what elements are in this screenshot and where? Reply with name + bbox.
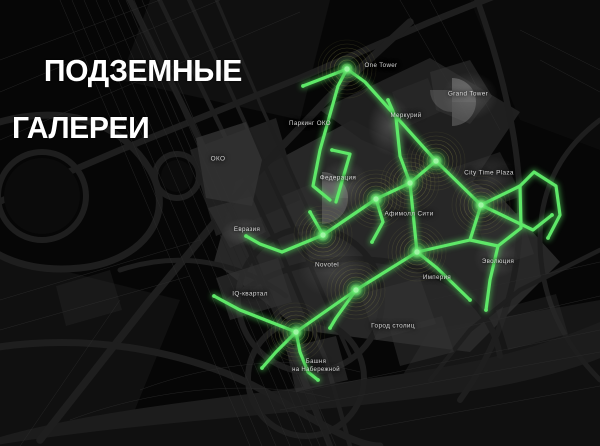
route-endpoint-dot-8 — [260, 366, 264, 370]
node-imperia-core[interactable] — [414, 249, 420, 255]
node-afimall-s-ring — [301, 213, 345, 257]
node-one-tower-ring — [325, 47, 369, 91]
route-segment-4[interactable] — [280, 181, 412, 254]
node-naberezhnaya-ring — [270, 306, 322, 358]
node-city-time-ring — [451, 175, 511, 235]
node-afimall-w[interactable] — [362, 185, 390, 213]
node-naberezhnaya-ring — [274, 310, 318, 354]
route-segment-20[interactable] — [518, 170, 562, 240]
node-novotel[interactable] — [342, 276, 370, 304]
node-afimall-n-ring — [388, 161, 432, 205]
route-endpoint-dot-11 — [484, 308, 488, 312]
node-novotel-ring — [330, 264, 382, 316]
node-naberezhnaya-ring — [266, 302, 326, 362]
node-afimall-w-ring — [358, 181, 394, 217]
node-afimall-w-ring — [354, 177, 398, 221]
node-mercury-ring — [414, 139, 458, 183]
node-afimall-n-core[interactable] — [407, 180, 413, 186]
node-imperia-ring — [391, 226, 443, 278]
node-one-tower-ring — [329, 51, 365, 87]
route-endpoint-dot-2 — [330, 148, 334, 152]
node-mercury[interactable] — [422, 147, 450, 175]
route-endpoint-dot-3 — [308, 210, 312, 214]
node-imperia-ring — [399, 234, 435, 270]
page-title-line-1: ПОДЗЕМНЫЕ — [43, 52, 242, 88]
node-afimall-s-core[interactable] — [320, 232, 326, 238]
node-naberezhnaya-ring — [278, 314, 314, 350]
node-city-time[interactable] — [467, 191, 495, 219]
riverbank-band-2 — [0, 358, 600, 446]
node-city-time-ring — [463, 187, 499, 223]
node-afimall-s[interactable] — [309, 221, 337, 249]
node-afimall-w-ring — [346, 169, 406, 229]
route-endpoint-dot-6 — [328, 326, 332, 330]
node-naberezhnaya-core[interactable] — [293, 329, 299, 335]
node-mercury-core[interactable] — [433, 158, 439, 164]
route-segment-18[interactable] — [244, 234, 284, 254]
page-title-line-2: ГАЛЕРЕИ — [12, 110, 150, 146]
node-afimall-n-ring — [384, 157, 436, 209]
route-segment-2[interactable] — [330, 148, 352, 204]
node-mercury-ring — [406, 131, 466, 191]
route-segment-3[interactable] — [386, 98, 412, 185]
node-novotel-ring — [338, 272, 374, 308]
node-imperia-ring — [387, 222, 447, 282]
node-one-tower-core[interactable] — [344, 66, 350, 72]
route-endpoint-dot-1 — [386, 98, 390, 102]
node-imperia[interactable] — [403, 238, 431, 266]
node-afimall-w-core[interactable] — [373, 196, 379, 202]
node-one-tower-ring — [317, 39, 377, 99]
route-endpoint-dot-13 — [550, 213, 554, 217]
route-segment-17[interactable] — [212, 294, 298, 334]
page-title: ПОДЗЕМНЫЕ ГАЛЕРЕИ — [12, 28, 242, 201]
node-novotel-core[interactable] — [353, 287, 359, 293]
node-imperia-ring — [395, 230, 439, 274]
node-city-time-ring — [459, 183, 503, 227]
node-one-tower[interactable] — [333, 55, 361, 83]
node-afimall-s-ring — [293, 205, 353, 265]
node-afimall-n-ring — [380, 153, 440, 213]
node-one-tower-ring — [321, 43, 373, 95]
node-novotel-ring — [334, 268, 378, 312]
node-afimall-s-ring — [297, 209, 349, 261]
route-endpoint-dots — [212, 84, 554, 382]
node-afimall-s-ring — [305, 217, 341, 253]
node-mercury-ring — [410, 135, 462, 187]
route-segment-19[interactable] — [484, 244, 500, 312]
node-afimall-n-ring — [392, 165, 428, 201]
tower-plan-symbols — [322, 78, 476, 224]
route-endpoint-dot-10 — [468, 298, 472, 302]
tower-light-pools — [222, 72, 518, 298]
node-naberezhnaya[interactable] — [282, 318, 310, 346]
route-endpoint-dot-0 — [301, 84, 305, 88]
node-city-time-core[interactable] — [478, 202, 484, 208]
node-afimall-w-ring — [350, 173, 402, 225]
route-endpoint-dot-4 — [370, 240, 374, 244]
node-afimall-n[interactable] — [396, 169, 424, 197]
route-segment-10[interactable] — [479, 203, 554, 232]
route-endpoint-dot-12 — [546, 236, 550, 240]
route-endpoint-dot-5 — [244, 234, 248, 238]
node-novotel-ring — [326, 260, 386, 320]
route-endpoint-dot-9 — [212, 294, 216, 298]
node-mercury-ring — [418, 143, 454, 179]
route-interchange-nodes[interactable] — [282, 55, 495, 346]
route-endpoint-dot-7 — [316, 378, 320, 382]
node-city-time-ring — [455, 179, 507, 231]
